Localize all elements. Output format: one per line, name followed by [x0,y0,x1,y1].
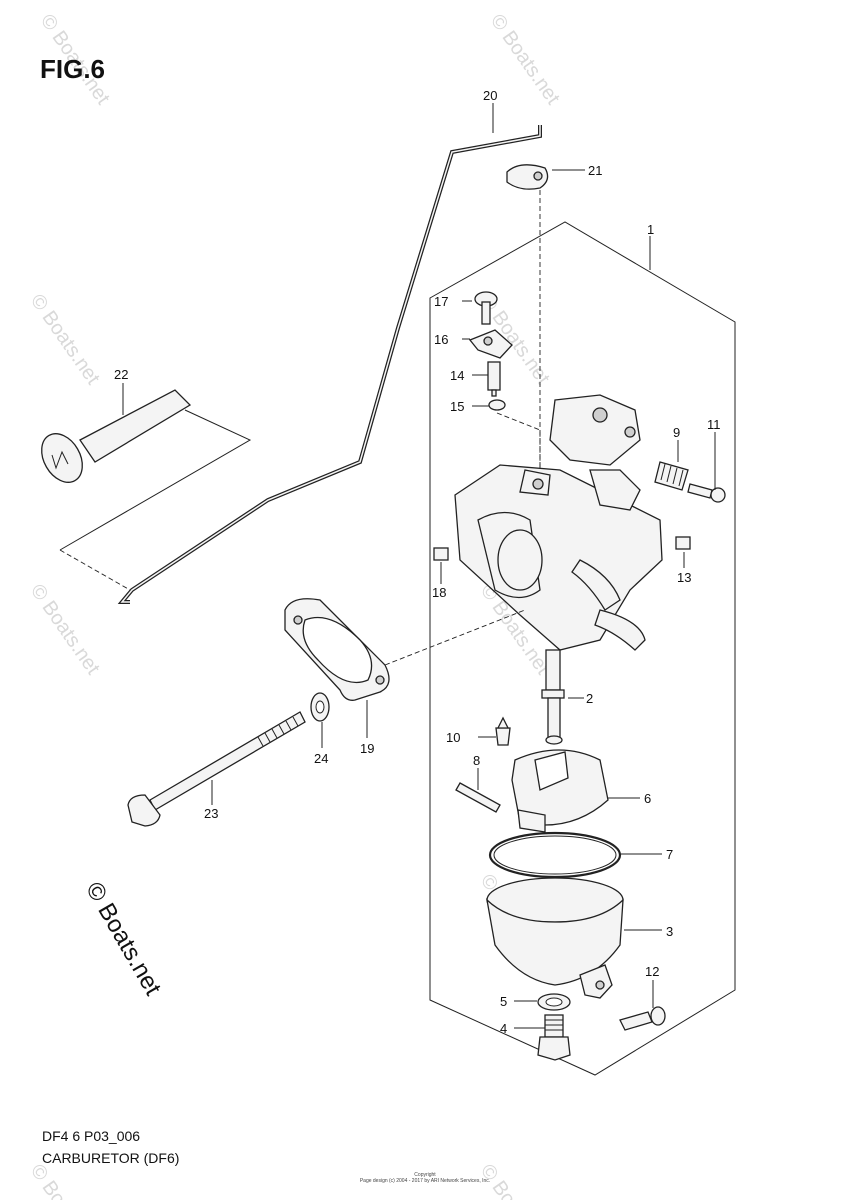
part-23-bolt [127,711,306,827]
callout-15: 15 [450,399,464,414]
callout-labels: 1 2 3 4 5 6 7 8 9 10 11 12 13 14 15 16 1… [114,88,721,1036]
callout-13: 13 [677,570,691,585]
watermark: © Boats.net [26,580,104,679]
callout-6: 6 [644,791,651,806]
copyright-line-1: Copyright [414,1172,436,1178]
watermark: © Boats.net [486,10,564,109]
copyright-notice: Copyright Page design (c) 2004 - 2017 by… [330,1172,520,1184]
callout-22: 22 [114,367,128,382]
part-16-bracket [468,329,513,359]
callout-9: 9 [673,425,680,440]
callout-2: 2 [586,691,593,706]
copyright-line-2: Page design (c) 2004 - 2017 by ARI Netwo… [359,1178,491,1184]
callout-11: 11 [707,417,721,432]
callout-4: 4 [500,1021,507,1036]
part-7-float-bowl-gasket [488,831,622,879]
part-3-float-bowl [486,877,624,999]
part-8-pin [455,782,501,813]
part-17-screw [474,291,498,325]
callout-18: 18 [432,585,446,600]
part-6-float [511,749,609,833]
part-20-rod-inner [120,125,541,603]
part-4-drain-plug [537,1014,571,1061]
part-24-washer [310,692,330,722]
part-10-float-needle [495,716,511,746]
part-13-plug [675,536,691,550]
callout-14: 14 [450,368,464,383]
part-11-screw [687,483,726,503]
callout-23: 23 [204,806,218,821]
part-14-needle [487,361,501,397]
callout-21: 21 [588,163,602,178]
callout-17: 17 [434,294,448,309]
callout-16: 16 [434,332,448,347]
callout-8: 8 [473,753,480,768]
callout-3: 3 [666,924,673,939]
figure-code: DF4 6 P03_006 [42,1128,141,1144]
part-1-carburetor-body [454,394,663,651]
part-19-gasket [284,598,390,701]
figure-title: FIG.6 [40,54,106,84]
callout-19: 19 [360,741,374,756]
callout-12: 12 [645,964,659,979]
callout-1: 1 [647,222,654,237]
callout-7: 7 [666,847,673,862]
figure-name: CARBURETOR (DF6) [42,1150,180,1166]
callout-20: 20 [483,88,497,103]
part-18-plug [433,547,449,561]
callout-5: 5 [500,994,507,1009]
part-5-washer [537,993,571,1011]
part-22-choke-knob [41,389,192,483]
watermark: © Boats.net [26,1160,104,1200]
callout-24: 24 [314,751,328,766]
watermark: © Boats.net [26,290,104,389]
part-15-washer [488,399,506,411]
callout-10: 10 [446,730,460,745]
part-12-screw [619,1006,666,1031]
part-21-clip [506,164,549,190]
part-9-spring [654,461,689,491]
assembly-box-outline [429,221,736,1076]
part-2-jet-tube [541,649,565,745]
